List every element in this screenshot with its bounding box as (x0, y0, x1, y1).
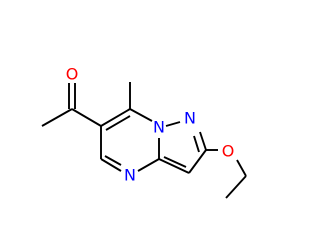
bond-c3-c3a-double-a (158, 158, 190, 174)
bond-acyl-ring (71, 108, 102, 127)
bond-acetyl-methyl (41, 108, 73, 127)
bond-c3a-n4 (137, 158, 160, 172)
bond-ch2-ch3 (225, 175, 247, 199)
bond-n2-c2-double-a (199, 131, 207, 151)
bond-c2-c3 (188, 149, 207, 174)
bond-n4-c5-double-b (104, 155, 122, 166)
atom-carbonyl-oxygen: O (66, 65, 79, 84)
bond-c7-n (129, 108, 153, 122)
atom-bridgehead-nitrogen: N (153, 118, 165, 137)
bond-n-n (165, 121, 181, 127)
bond-n2-c2-double-b (193, 135, 200, 153)
bond-c6-c7-double-b (105, 115, 131, 131)
atom-pyrimidine-nitrogen: N (124, 166, 136, 185)
bond-c6-c7-double-a (100, 108, 131, 127)
structure-canvas: O N N N O (41, 65, 247, 199)
bond-c3-c3a-double-b (163, 156, 187, 168)
molecule-structure: O N N N O (41, 65, 247, 199)
bond-n4-c5-double-a (100, 158, 122, 172)
atom-ether-oxygen: O (222, 142, 235, 161)
atom-labels: O N N N O (66, 65, 235, 185)
atom-pyrazole-nitrogen: N (184, 109, 196, 128)
bond-o-ch2 (236, 159, 247, 177)
bonds (41, 82, 247, 199)
